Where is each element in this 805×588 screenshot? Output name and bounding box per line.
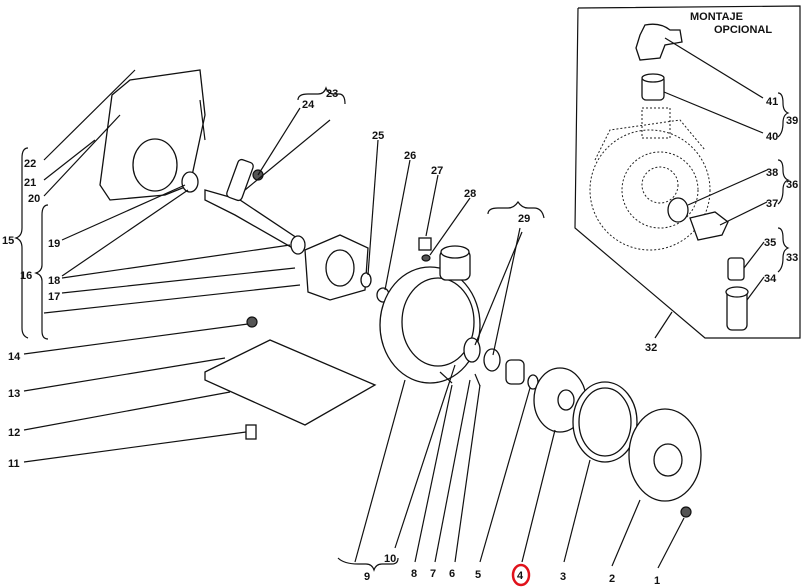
part-label-38: 38 [766,167,778,179]
part-label-33: 33 [786,252,798,264]
leader-lines [14,69,685,572]
part-label-19: 19 [48,238,60,250]
part-label-17: 17 [48,291,60,303]
highlight-circle [511,563,531,587]
part-label-13: 13 [8,388,20,400]
part-label-24: 24 [302,99,315,111]
part-label-27: 27 [431,165,443,177]
pump-body-outline [589,107,711,251]
part-label-40: 40 [766,131,778,143]
part-label-23: 23 [326,88,338,100]
bolt-11 [245,424,257,440]
part-label-6: 6 [449,568,455,580]
part-label-41: 41 [766,96,778,108]
part-label-8: 8 [411,568,417,580]
part-label-3: 3 [560,571,566,583]
part-label-25: 25 [372,130,384,142]
part-label-7: 7 [430,568,436,580]
part-label-5: 5 [475,569,481,581]
part-label-12: 12 [8,427,20,439]
bearing-housing [304,234,390,303]
part-label-39: 39 [786,115,798,127]
inset-title-line1: MONTAJE [690,11,743,23]
part-label-16: 16 [20,270,32,282]
plug-27 [418,237,432,251]
part-label-10: 10 [384,553,396,565]
part-label-22: 22 [24,158,36,170]
pump-cover [628,408,702,502]
part-label-32: 32 [645,342,657,354]
pump-casing [379,237,481,384]
part-label-20: 20 [28,193,40,205]
part-label-1: 1 [654,575,660,587]
hose-nipple-38 [667,197,689,223]
elbow-fitting [635,23,683,61]
part-label-29: 29 [518,213,530,225]
seal-parts [439,337,539,390]
optional-mount-inset: MONTAJE OPCIONAL 41 [574,5,801,354]
part-label-14: 14 [8,351,21,363]
nut-14 [246,316,258,328]
part-label-11: 11 [8,458,20,470]
inset-title-line2: OPCIONAL [714,24,772,36]
part-label-35: 35 [764,237,776,249]
crankshaft [204,158,306,255]
gasket [572,381,638,463]
threaded-nipple [641,73,665,101]
part-label-15: 15 [2,235,14,247]
part-label-34: 34 [764,273,777,285]
base-plate [204,339,377,426]
part-label-21: 21 [24,177,36,189]
part-label-18: 18 [48,275,60,287]
adapter-34 [725,286,749,331]
part-label-2: 2 [609,573,615,585]
nut-1 [680,506,692,518]
part-label-28: 28 [464,188,476,200]
plug-35 [727,257,745,281]
hose-fitting-37 [689,211,729,241]
part-label-9: 9 [364,571,370,583]
part-label-37: 37 [766,198,778,210]
part-label-36: 36 [786,179,798,191]
part-label-26: 26 [404,150,416,162]
engine-frame [99,69,206,201]
part-labels: 22 21 20 19 15 16 18 17 14 13 12 11 24 2… [2,88,660,587]
part-label-4: 4 [517,570,524,582]
